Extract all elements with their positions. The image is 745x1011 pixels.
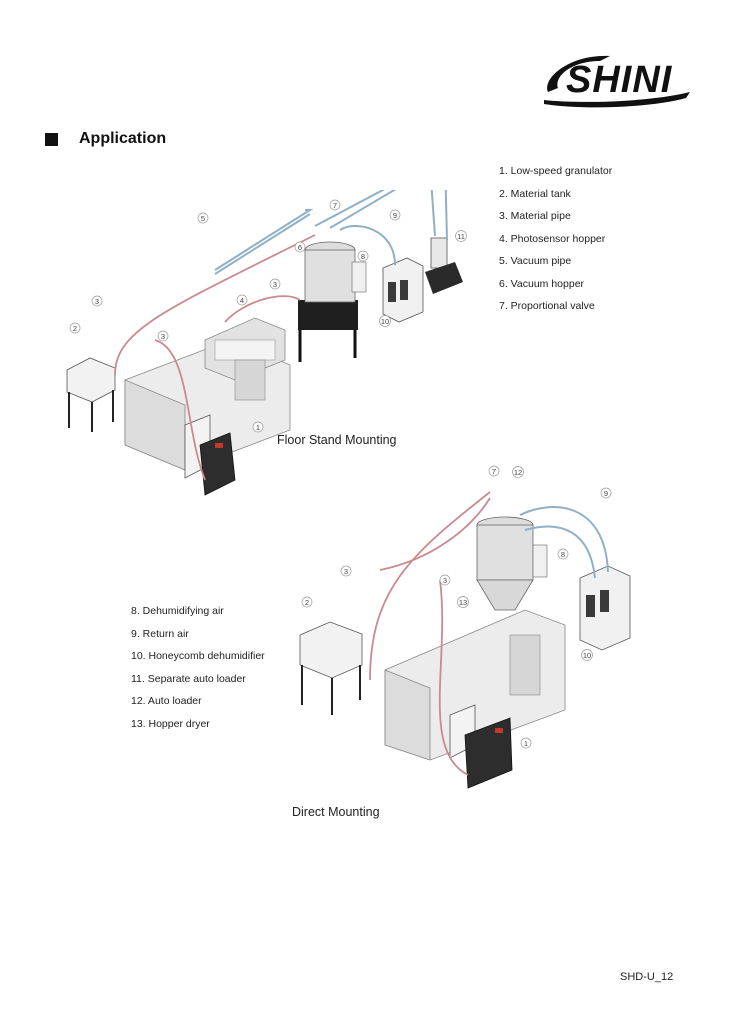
callout-2: 2	[301, 596, 313, 608]
callout-3: 3	[340, 565, 352, 577]
callout-9: 9	[389, 209, 401, 221]
legend-bottom: 8. Dehumidifying air 9. Return air 10. H…	[131, 600, 265, 735]
section-bullet	[45, 133, 58, 146]
callout-7: 7	[488, 465, 500, 477]
shini-logo: SHINI	[544, 55, 690, 108]
callout-7: 7	[329, 199, 341, 211]
svg-text:1: 1	[256, 423, 260, 432]
callout-3: 3	[91, 295, 103, 307]
callout-11: 11	[455, 230, 467, 242]
legend-item: 10. Honeycomb dehumidifier	[131, 650, 265, 662]
callout-5: 5	[197, 212, 209, 224]
granulator	[184, 414, 236, 496]
caption-floor-stand: Floor Stand Mounting	[277, 433, 397, 447]
granulator	[449, 704, 513, 789]
svg-text:8: 8	[561, 550, 565, 559]
injection-machine	[124, 317, 291, 471]
svg-text:9: 9	[393, 211, 397, 220]
callout-8: 8	[357, 250, 369, 262]
svg-text:2: 2	[305, 598, 309, 607]
svg-text:3: 3	[95, 297, 99, 306]
svg-text:3: 3	[344, 567, 348, 576]
hopper-dryer	[298, 241, 367, 362]
legend-item: 9. Return air	[131, 627, 189, 640]
svg-text:9: 9	[604, 489, 608, 498]
callout-6: 6	[294, 241, 306, 253]
svg-text:3: 3	[161, 332, 165, 341]
svg-text:4: 4	[240, 296, 244, 305]
svg-text:1: 1	[524, 739, 528, 748]
logo-text: SHINI	[566, 59, 673, 101]
floor-stand-diagram: 1 2 3 3 3 4 5 6 7 8 9 10 11	[66, 190, 467, 496]
separate-auto-loader	[425, 237, 463, 294]
hopper-dryer	[476, 516, 548, 611]
svg-text:8: 8	[361, 252, 365, 261]
svg-text:3: 3	[443, 576, 447, 585]
direct-mounting-diagram: 1 2 3 3 7 8 9 10 12 13	[299, 465, 631, 789]
svg-text:7: 7	[492, 467, 496, 476]
svg-text:2: 2	[73, 324, 77, 333]
material-tank	[66, 357, 116, 432]
callout-10: 10	[581, 649, 593, 661]
callout-2: 2	[69, 322, 81, 334]
callout-1: 1	[252, 421, 264, 433]
callout-1: 1	[520, 737, 532, 749]
legend-item: 11. Separate auto loader	[131, 672, 246, 685]
legend-item: 1. Low-speed granulator	[499, 165, 613, 177]
callout-10: 10	[379, 315, 391, 327]
callout-3: 3	[439, 574, 451, 586]
legend-item: 13. Hopper dryer	[131, 717, 210, 730]
dehumidifier	[382, 257, 424, 323]
svg-text:3: 3	[273, 280, 277, 289]
legend-item: 7. Proportional valve	[499, 300, 595, 312]
svg-text:5: 5	[201, 214, 205, 223]
callout-9: 9	[600, 487, 612, 499]
legend-item: 12. Auto loader	[131, 695, 202, 707]
svg-text:7: 7	[333, 201, 337, 210]
legend-item: 8. Dehumidifying air	[131, 605, 224, 617]
svg-text:13: 13	[459, 598, 467, 607]
legend-item: 2. Material tank	[499, 187, 571, 200]
section-title: Application	[79, 130, 167, 147]
callout-3: 3	[157, 330, 169, 342]
svg-text:12: 12	[514, 468, 522, 477]
dehumidifier	[579, 565, 631, 651]
material-tank	[299, 621, 363, 715]
svg-text:10: 10	[583, 651, 591, 660]
caption-direct-mounting: Direct Mounting	[292, 805, 380, 819]
callout-13: 13	[457, 596, 469, 608]
legend-item: 6. Vacuum hopper	[499, 277, 585, 290]
callout-8: 8	[557, 548, 569, 560]
svg-text:10: 10	[381, 317, 389, 326]
page-number: SHD-U_12	[620, 971, 674, 983]
legend-item: 3. Material pipe	[499, 210, 571, 222]
legend-item: 5. Vacuum pipe	[499, 255, 572, 267]
legend-top: 1. Low-speed granulator 2. Material tank…	[499, 160, 612, 318]
callout-3: 3	[269, 278, 281, 290]
injection-machine	[384, 609, 566, 761]
legend-item: 4. Photosensor hopper	[499, 232, 606, 245]
svg-text:11: 11	[457, 232, 465, 241]
callout-4: 4	[236, 294, 248, 306]
callout-12: 12	[512, 466, 524, 478]
svg-text:6: 6	[298, 243, 302, 252]
